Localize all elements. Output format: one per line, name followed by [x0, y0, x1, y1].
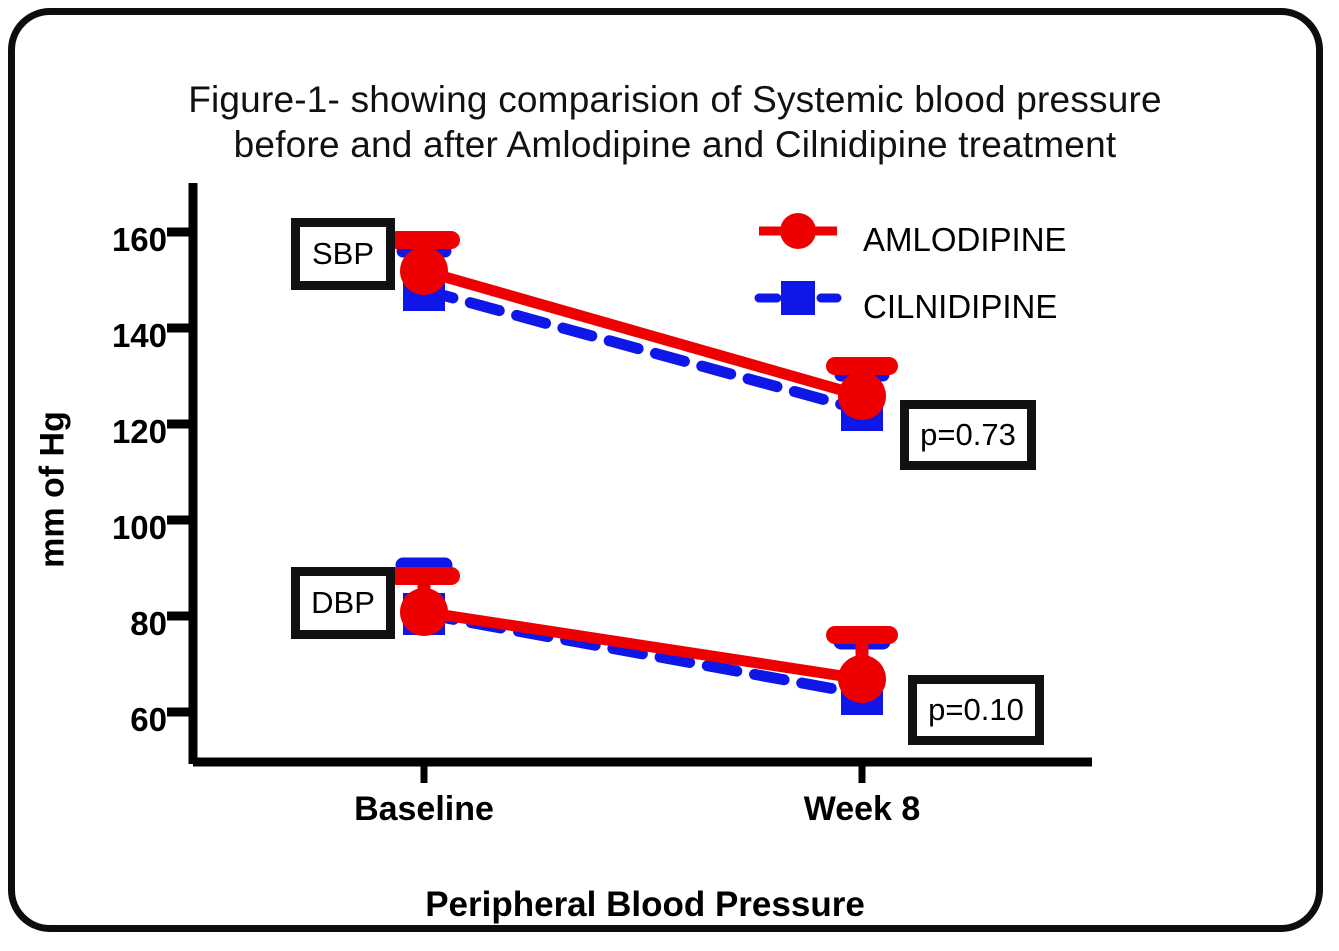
y-tick-label-100: 100: [111, 509, 167, 546]
sbp-cilnidipine-series: [396, 244, 890, 431]
legend-glyph-cilnidipine: [754, 281, 842, 315]
figure-title: Figure-1- showing comparision of Systemi…: [75, 77, 1275, 167]
dbp-amlodipine-marker-baseline: [400, 588, 448, 636]
figure-title-line-1: Figure-1- showing comparision of Systemi…: [188, 79, 1162, 120]
dbp-amlodipine-line: [423, 606, 863, 685]
pvalue-sbp-box: p=0.73: [900, 400, 1036, 470]
figure-frame: Figure-1- showing comparision of Systemi…: [8, 8, 1323, 932]
x-tick-label-week8: Week 8: [803, 790, 921, 828]
y-axis: [167, 183, 198, 764]
y-tick-label-60: 60: [130, 701, 167, 738]
sbp-amlodipine-line: [422, 265, 864, 402]
x-axis: [193, 757, 1092, 783]
dbp-amlodipine-marker-week8: [838, 655, 886, 703]
sbp-annotation-box: SBP: [291, 218, 395, 290]
y-tick-label-120: 120: [111, 413, 167, 450]
legend-glyph-amlodipine: [759, 213, 837, 249]
x-axis-title: Peripheral Blood Pressure: [425, 885, 865, 924]
y-tick-label-140: 140: [111, 317, 167, 354]
sbp-cilnidipine-line: [418, 284, 868, 416]
y-tick-label-80: 80: [130, 605, 167, 642]
sbp-amlodipine-marker-week8: [838, 372, 886, 420]
dbp-amlodipine-series: [388, 567, 898, 703]
sbp-amlodipine-series: [388, 231, 898, 420]
pvalue-dbp-box: p=0.10: [908, 675, 1044, 745]
chart-plot-area: [167, 183, 1092, 783]
dbp-annotation-box: DBP: [291, 567, 395, 639]
legend-label-cilnidipine: CILNIDIPINE: [863, 288, 1058, 325]
figure-title-line-2: before and after Amlodipine and Cilnidip…: [233, 124, 1117, 166]
sbp-amlodipine-marker-baseline: [400, 247, 448, 295]
x-tick-label-baseline: Baseline: [354, 790, 494, 828]
legend-label-amlodipine: AMLODIPINE: [863, 221, 1067, 258]
y-axis-title: mm of Hg: [33, 411, 72, 568]
y-tick-label-160: 160: [111, 221, 167, 258]
